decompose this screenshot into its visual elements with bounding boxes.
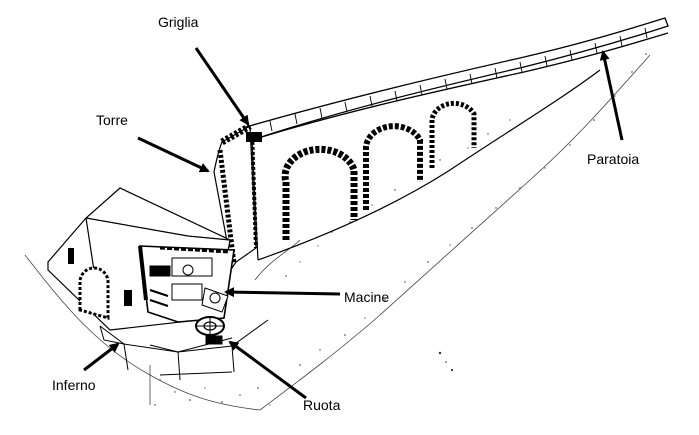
arch-3 bbox=[429, 100, 477, 168]
torre-arrow bbox=[137, 136, 210, 173]
mill-interior bbox=[138, 245, 235, 323]
aqueduct-wall bbox=[251, 69, 601, 261]
side-door bbox=[78, 266, 110, 320]
aqueduct-deck bbox=[245, 17, 669, 141]
griglia-grate bbox=[246, 132, 262, 142]
aqueduct-arches bbox=[281, 100, 477, 240]
label-torre: Torre bbox=[96, 112, 128, 128]
paratoia-arrow bbox=[599, 50, 624, 141]
terrain-outline bbox=[24, 54, 651, 411]
arch-2 bbox=[363, 123, 423, 210]
macine-arrow bbox=[224, 287, 341, 298]
building-windows bbox=[68, 248, 132, 306]
label-inferno: Inferno bbox=[52, 377, 96, 393]
griglia-arrow bbox=[194, 47, 250, 126]
arch-1 bbox=[281, 145, 358, 240]
label-macine: Macine bbox=[344, 289, 390, 305]
inferno-arrow bbox=[83, 342, 120, 372]
ruota-arrow bbox=[228, 340, 307, 400]
deck-hatching bbox=[269, 27, 648, 132]
tower bbox=[213, 122, 258, 270]
ruota-wheel bbox=[195, 316, 225, 345]
label-griglia: Griglia bbox=[158, 14, 199, 30]
label-paratoia: Paratoia bbox=[587, 151, 640, 167]
callout-arrows bbox=[83, 47, 624, 400]
label-ruota: Ruota bbox=[303, 397, 341, 413]
